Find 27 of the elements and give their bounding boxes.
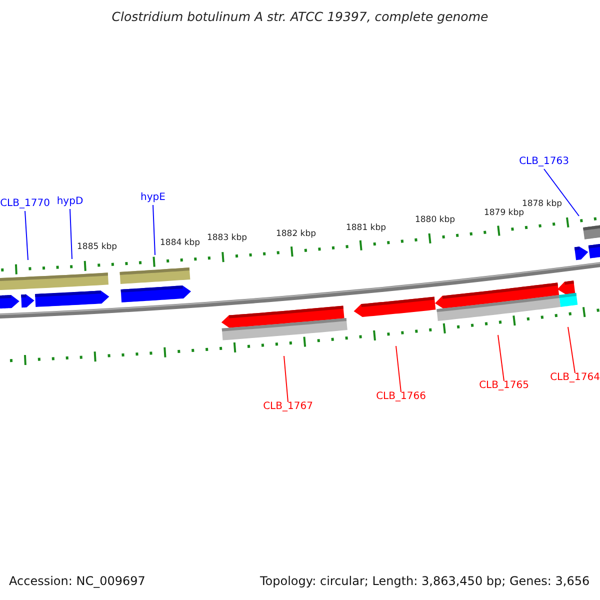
gene-label: CLB_1767 [263, 401, 313, 413]
tick-label: 1885 kbp [77, 242, 118, 252]
gene-label: hypE [140, 192, 166, 204]
leader-line [498, 334, 504, 382]
tick-label: 1880 kbp [414, 215, 456, 225]
gene-label: hypD [56, 196, 84, 208]
gene-label: CLB_1770 [0, 198, 50, 210]
gene-label: CLB_1766 [376, 391, 426, 403]
tick-label: 1883 kbp [206, 233, 248, 243]
tick-label: 1882 kbp [276, 229, 316, 239]
gene-label: CLB_1764 [550, 372, 600, 384]
gene-label: CLB_1763 [519, 156, 569, 168]
leader-line [396, 346, 402, 392]
leader-line [568, 326, 576, 374]
tick-label: 1879 kbp [484, 208, 524, 218]
footer-text: Topology: circular; Length: 3,863,450 bp; Genes: 3,656 [260, 574, 590, 588]
tick-label: 1878 kbp [522, 199, 562, 209]
leader-line [284, 356, 288, 402]
footer-text: Accession: NC_009697 [9, 574, 146, 588]
tick-label: 1884 kbp [160, 238, 200, 248]
title: Clostridium botulinum A str. ATCC 19397, complete genome [110, 9, 490, 24]
gene-label: CLB_1765 [479, 380, 529, 392]
leader-line [152, 204, 156, 256]
leader-line [70, 208, 72, 260]
leader-line [544, 168, 580, 216]
leader-line [24, 210, 28, 260]
tick-label: 1881 kbp [346, 223, 386, 233]
